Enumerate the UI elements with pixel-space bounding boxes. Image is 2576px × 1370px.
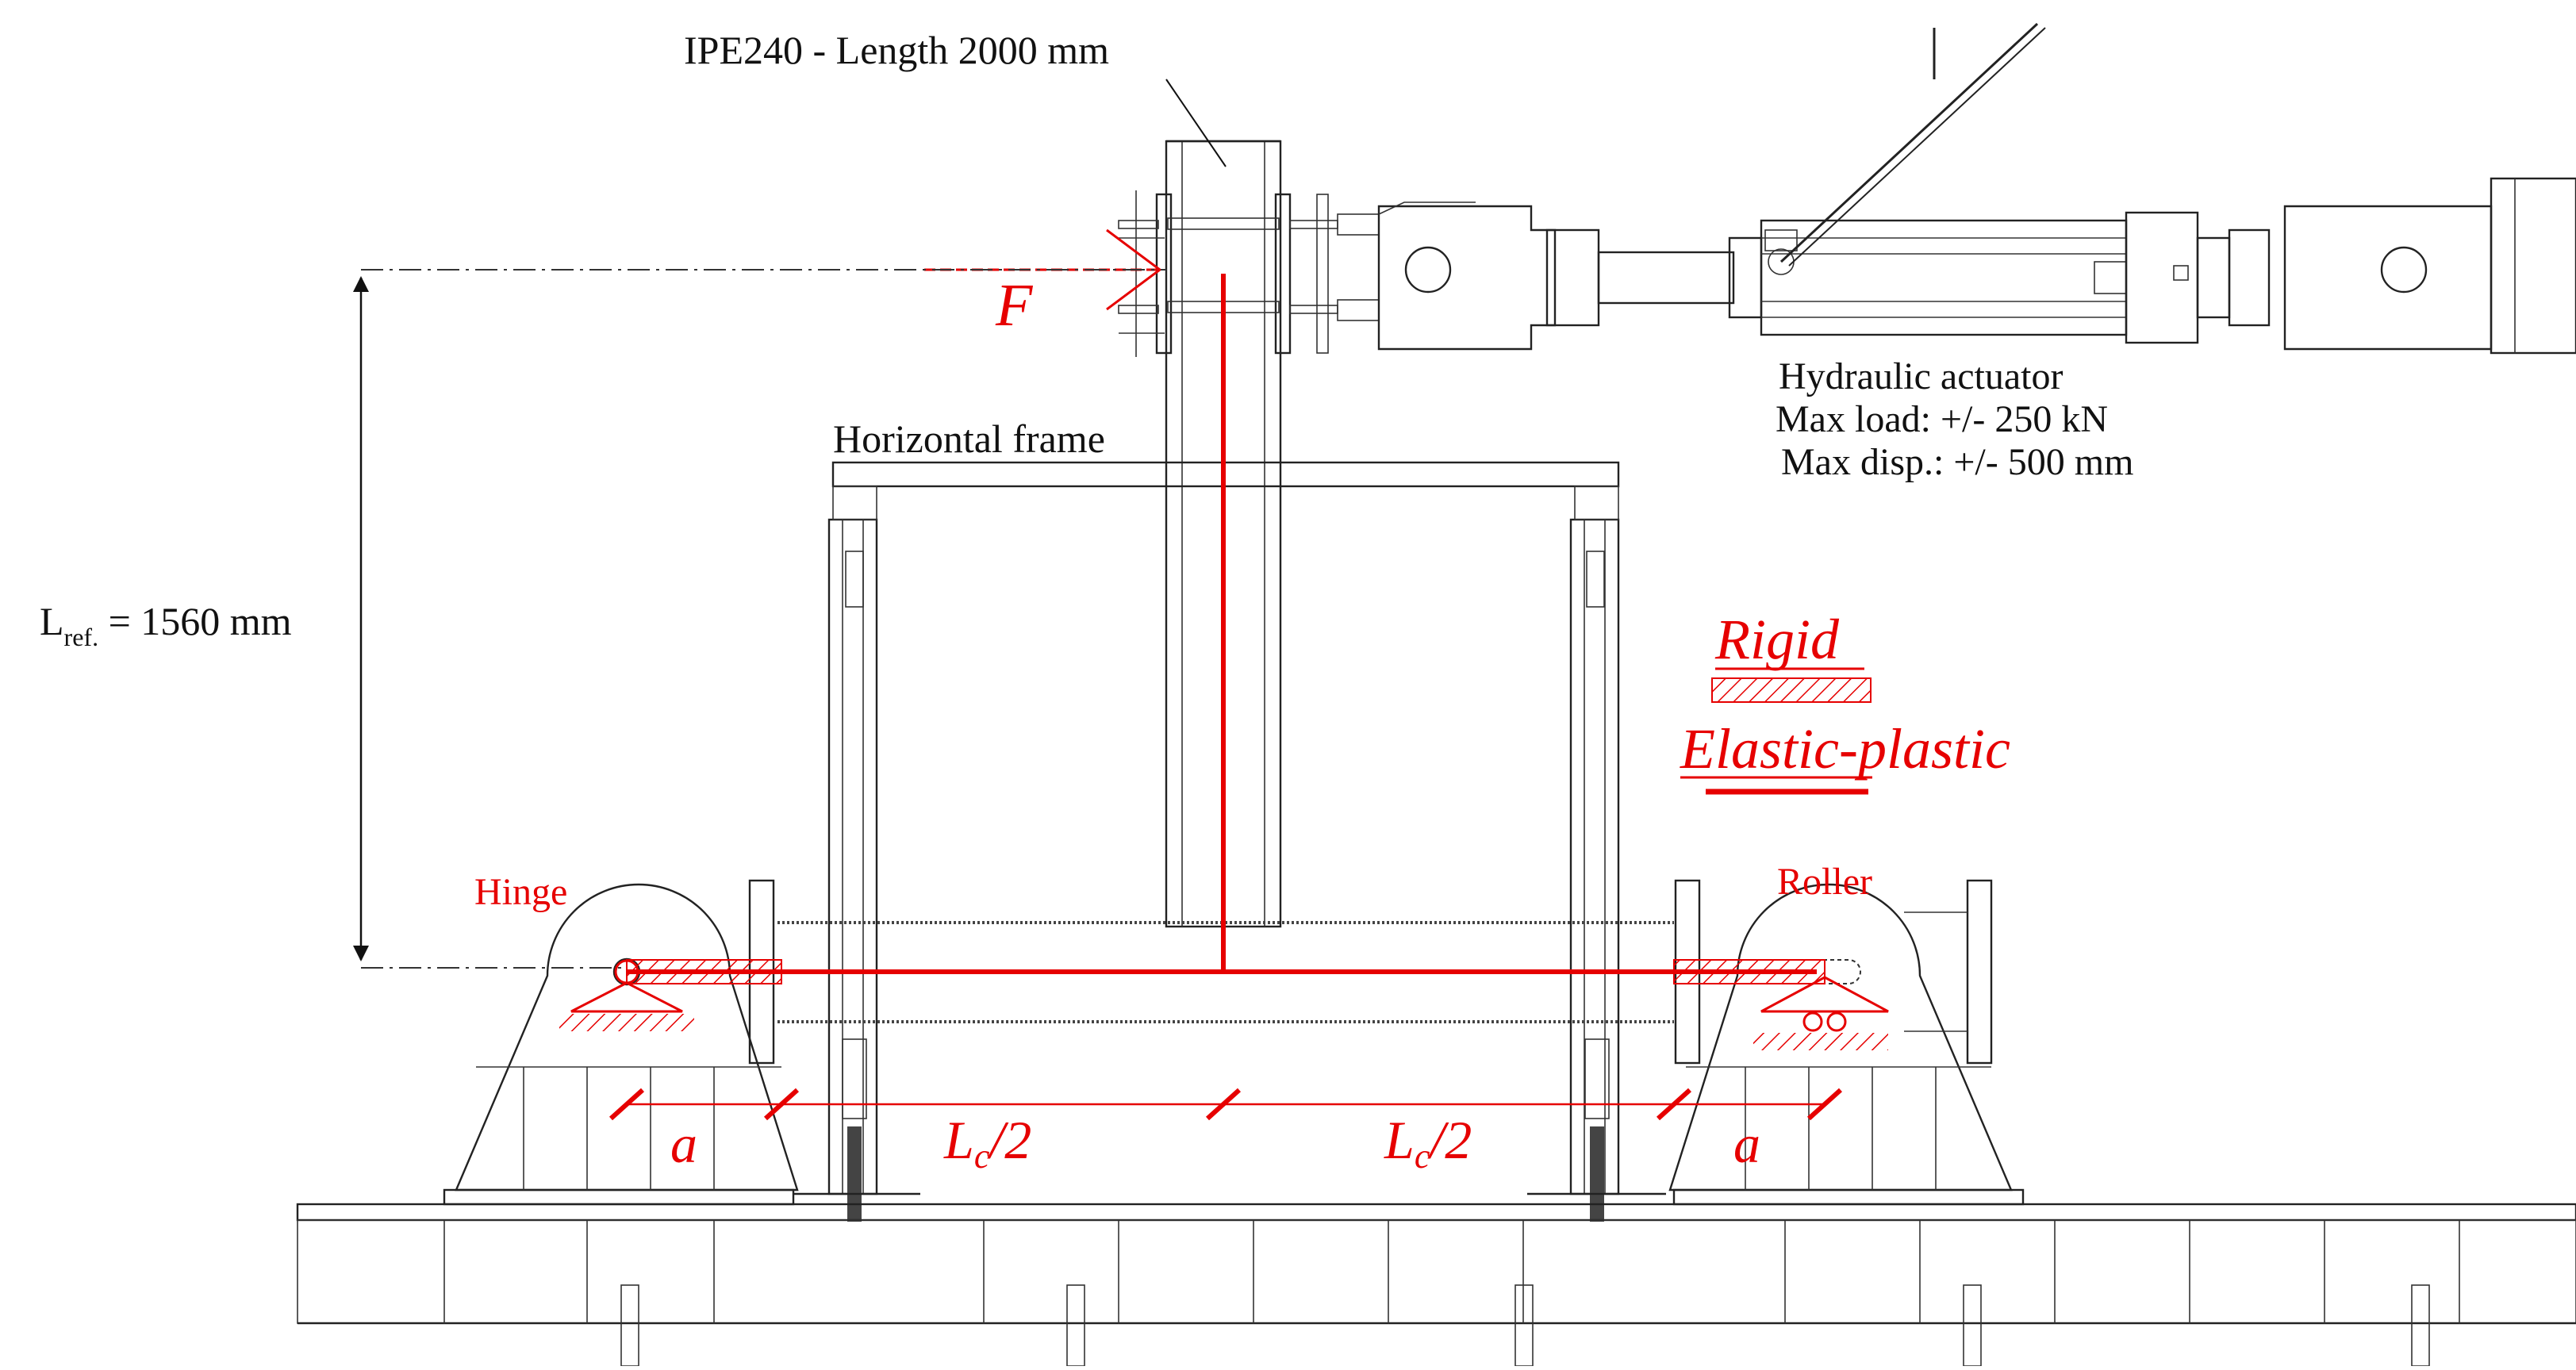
- left-rigid-zone: [626, 959, 782, 984]
- lref-dimension: Lref. = 1560 mm: [40, 269, 1166, 969]
- svg-text:Max load: +/- 250 kN: Max load: +/- 250 kN: [1776, 398, 2108, 440]
- a-left-label: a: [670, 1114, 697, 1174]
- svg-text:Hydraulic actuator: Hydraulic actuator: [1779, 355, 2063, 397]
- span-dimension: [608, 1088, 1843, 1121]
- force-arrow: F: [924, 228, 1162, 339]
- base-girder: [296, 1203, 2576, 1367]
- legend: Rigid Elastic-plastic: [1680, 608, 2010, 795]
- roller-label: Roller: [1777, 861, 1872, 903]
- legend-rigid-swatch: [1711, 677, 1872, 703]
- hinge-label: Hinge: [474, 871, 567, 913]
- roller-symbol: [1753, 976, 1889, 1050]
- legend-rigid-label: Rigid: [1714, 608, 1840, 671]
- svg-text:IPE240 - Length 2000 mm: IPE240 - Length 2000 mm: [684, 28, 1109, 72]
- a-right-label: a: [1733, 1114, 1760, 1174]
- svg-text:Horizontal frame: Horizontal frame: [833, 416, 1105, 461]
- horizontal-frame: Horizontal frame: [793, 416, 1666, 1222]
- hydraulic-actuator: [1377, 22, 2576, 355]
- hinge-symbol: [559, 959, 694, 1031]
- ipe240-column: [1118, 140, 1380, 928]
- legend-elastic-plastic-label: Elastic-plastic: [1680, 717, 2010, 781]
- actuator-label: Hydraulic actuator Max load: +/- 250 kN …: [1776, 355, 2133, 483]
- lc-right-label: Lc/2: [1384, 1110, 1472, 1176]
- right-rigid-zone: [1673, 959, 1825, 984]
- svg-text:F: F: [995, 272, 1034, 339]
- lc-left-label: Lc/2: [943, 1110, 1031, 1176]
- lref-label: Lref. = 1560 mm: [40, 599, 292, 651]
- svg-text:Max disp.: +/- 500 mm: Max disp.: +/- 500 mm: [1781, 441, 2133, 483]
- beam-label: IPE240 - Length 2000 mm: [684, 28, 1227, 167]
- left-support: [443, 879, 799, 1206]
